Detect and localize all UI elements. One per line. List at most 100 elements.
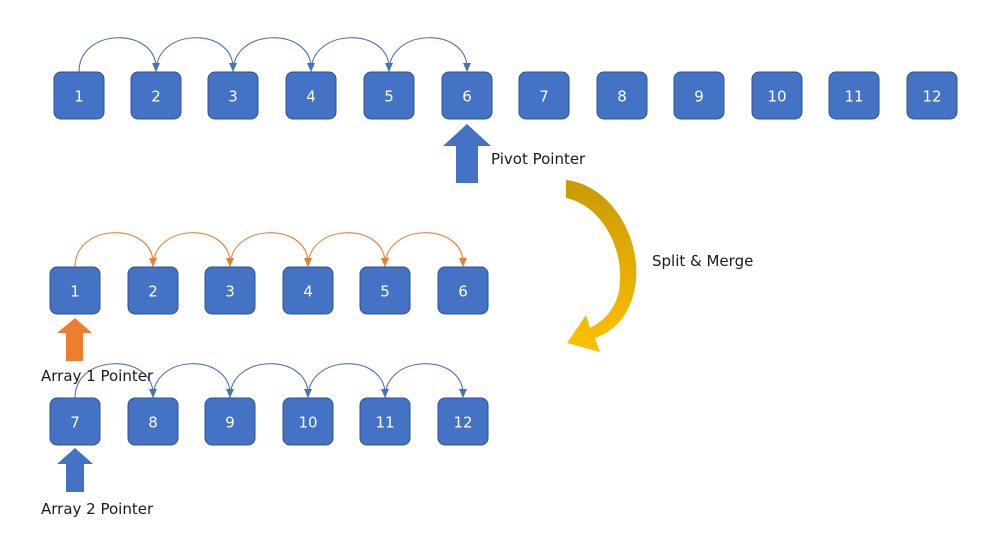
box-value: 3 bbox=[228, 88, 238, 106]
box-value: 5 bbox=[380, 283, 390, 301]
split-merge-label: Split & Merge bbox=[652, 252, 754, 270]
box-rect bbox=[207, 71, 259, 120]
full-array-box-8: 8 bbox=[596, 71, 648, 120]
box-value: 11 bbox=[844, 88, 863, 106]
box-value: 9 bbox=[694, 88, 704, 106]
full-array-arc-2 bbox=[155, 37, 234, 73]
array1-arc-1 bbox=[74, 232, 154, 268]
array1-arc-2 bbox=[152, 232, 231, 268]
box-rect bbox=[596, 71, 648, 120]
array1-box-6: 6 bbox=[437, 266, 489, 315]
array1-pointer-label: Array 1 Pointer bbox=[41, 367, 154, 385]
full-array-box-3: 3 bbox=[207, 71, 259, 120]
array1-box-1: 1 bbox=[49, 266, 101, 315]
array2-arc-2 bbox=[152, 363, 231, 399]
array1-arc-5 bbox=[384, 232, 464, 268]
box-rect bbox=[828, 71, 880, 120]
array2-box-10: 10 bbox=[282, 397, 334, 446]
full-array-box-12: 12 bbox=[906, 71, 958, 120]
array2-arc-1 bbox=[74, 363, 154, 399]
box-value: 4 bbox=[306, 88, 316, 106]
box-value: 6 bbox=[462, 88, 472, 106]
box-rect bbox=[285, 71, 337, 120]
box-value: 4 bbox=[303, 283, 313, 301]
full-array-box-6: 6 bbox=[441, 71, 493, 120]
box-value: 10 bbox=[767, 88, 786, 106]
array2-box-11: 11 bbox=[359, 397, 411, 446]
box-value: 1 bbox=[70, 283, 80, 301]
box-value: 8 bbox=[148, 414, 158, 432]
box-value: 8 bbox=[617, 88, 627, 106]
full-array-box-9: 9 bbox=[673, 71, 725, 120]
array1-box-3: 3 bbox=[204, 266, 256, 315]
box-value: 12 bbox=[453, 414, 472, 432]
box-rect bbox=[359, 266, 411, 315]
full-array-box-1: 1 bbox=[53, 71, 105, 120]
box-value: 10 bbox=[298, 414, 317, 432]
box-rect bbox=[359, 397, 411, 446]
full-array-box-4: 4 bbox=[285, 71, 337, 120]
full-array-box-5: 5 bbox=[363, 71, 415, 120]
array2-box-9: 9 bbox=[204, 397, 256, 446]
box-rect bbox=[282, 266, 334, 315]
array1-arc-4 bbox=[307, 232, 386, 268]
box-rect bbox=[437, 397, 489, 446]
array1-arc-3 bbox=[229, 232, 309, 268]
box-rect bbox=[437, 266, 489, 315]
array2-arc-4 bbox=[307, 363, 386, 399]
array1-box-4: 4 bbox=[282, 266, 334, 315]
array2-arc-3 bbox=[229, 363, 309, 399]
full-array-box-7: 7 bbox=[518, 71, 570, 120]
box-rect bbox=[751, 71, 803, 120]
pivot-pointer-label: Pivot Pointer bbox=[491, 150, 586, 168]
box-value: 2 bbox=[151, 88, 161, 106]
box-value: 11 bbox=[375, 414, 394, 432]
box-rect bbox=[441, 71, 493, 120]
box-rect bbox=[127, 266, 179, 315]
full-array-box-11: 11 bbox=[828, 71, 880, 120]
array2-row: 7 8 9 10 11 12 bbox=[49, 397, 489, 446]
box-rect bbox=[127, 397, 179, 446]
box-rect bbox=[49, 266, 101, 315]
box-value: 5 bbox=[384, 88, 394, 106]
box-value: 1 bbox=[74, 88, 84, 106]
array1-box-2: 2 bbox=[127, 266, 179, 315]
box-rect bbox=[906, 71, 958, 120]
array2-box-7: 7 bbox=[49, 397, 101, 446]
box-rect bbox=[204, 397, 256, 446]
array2-box-8: 8 bbox=[127, 397, 179, 446]
box-value: 12 bbox=[922, 88, 941, 106]
box-rect bbox=[49, 397, 101, 446]
array2-box-12: 12 bbox=[437, 397, 489, 446]
full-array-arc-5 bbox=[388, 37, 468, 73]
full-array-arc-1 bbox=[78, 37, 157, 73]
array1-pointer-arrow-icon bbox=[57, 318, 92, 361]
box-rect bbox=[673, 71, 725, 120]
array2-pointer-label: Array 2 Pointer bbox=[41, 500, 154, 518]
box-rect bbox=[282, 397, 334, 446]
full-array-arc-arrowhead-icon bbox=[463, 63, 471, 72]
array2-arc-5 bbox=[384, 363, 464, 399]
box-value: 6 bbox=[458, 283, 468, 301]
box-value: 3 bbox=[225, 283, 235, 301]
pivot-pointer-arrow-icon bbox=[443, 124, 491, 183]
array2-arc-arrowhead-icon bbox=[459, 389, 467, 398]
array1-arc-arrowhead-icon bbox=[459, 258, 467, 267]
full-array-arc-4 bbox=[310, 37, 390, 73]
array2-pointer-arrow-icon bbox=[57, 448, 93, 492]
split-merge-curved-arrow-icon bbox=[566, 180, 637, 352]
box-value: 7 bbox=[539, 88, 549, 106]
full-array-box-2: 2 bbox=[130, 71, 182, 120]
box-rect bbox=[518, 71, 570, 120]
array1-box-5: 5 bbox=[359, 266, 411, 315]
box-value: 2 bbox=[148, 283, 158, 301]
box-rect bbox=[363, 71, 415, 120]
arcs-layer bbox=[74, 37, 471, 399]
box-value: 9 bbox=[225, 414, 235, 432]
box-rect bbox=[53, 71, 105, 120]
box-value: 7 bbox=[70, 414, 80, 432]
array1-row: 1 2 3 4 5 6 bbox=[49, 266, 489, 315]
full-array-arc-3 bbox=[232, 37, 312, 73]
